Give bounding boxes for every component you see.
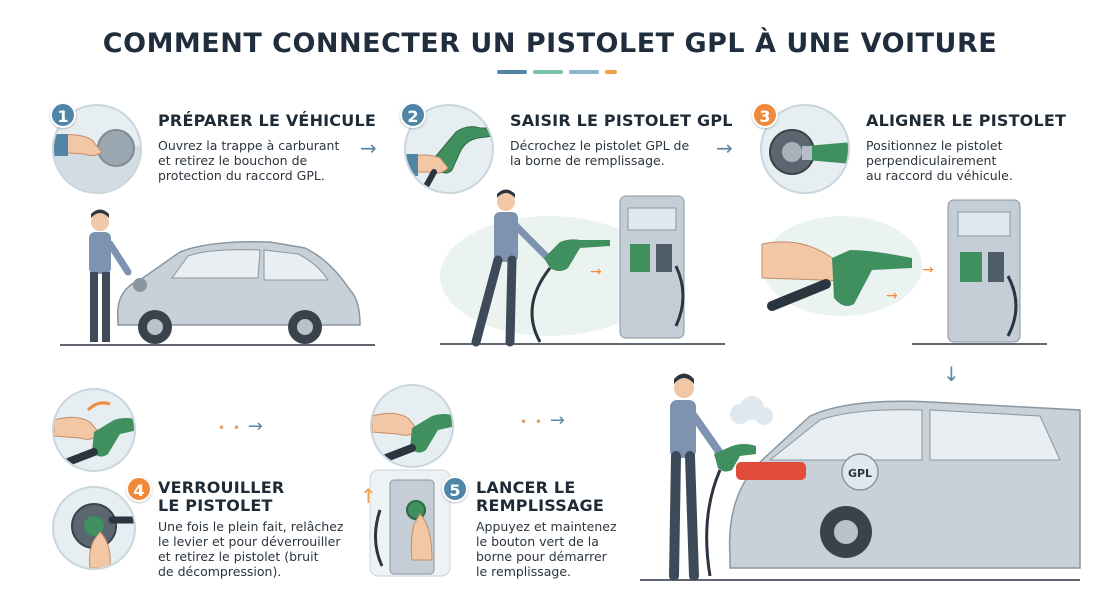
step-1-text-3: protection du raccord GPL. [158,168,325,183]
step-5-title-1: LANCER LE [476,478,576,497]
nozzle-grab-icon [406,126,492,192]
step-2-illustration [404,104,494,194]
step-2-badge: 2 [400,102,426,128]
arrow-right-icon: → [716,136,733,160]
title-divider [497,70,617,74]
step-5-text-1: Appuyez et maintenez [476,519,617,534]
step-1-text-1: Ouvrez la trappe à carburant [158,138,340,153]
step-1-text-2: et retirez le bouchon de [158,153,308,168]
arrow-right-icon: → [360,136,377,160]
step-4-text-3: et retirez le pistolet (bruit [158,549,319,564]
step-5-badge: 5 [442,476,468,502]
dotted-arrow-icon: • • → [218,416,265,437]
step-4-badge: 4 [126,476,152,502]
step-4-text-1: Une fois le plein fait, relâchez [158,519,344,534]
dotted-arrow-icon: • • → [520,410,567,431]
nozzle-hold-icon [372,412,452,462]
step-2-text-1: Décrochez le pistolet GPL de [510,138,690,153]
step-3-pump-scene: → → [761,199,1047,345]
step-2-text-2: la borne de remplissage. [510,153,665,168]
step-3-illustration [760,104,850,194]
lock-button-press-icon [71,503,134,568]
green-button-press-icon [369,469,451,577]
step-3-text-1: Positionnez le pistolet [866,138,1003,153]
step-4-title-1: VERROUILLER [158,478,285,497]
svg-text:→: → [886,288,898,304]
step-2-title: SAISIR LE PISTOLET GPL [510,111,733,130]
step-1-title: PRÉPARER LE VÉHICULE [158,111,376,130]
step-3-title: ALIGNER LE PISTOLET [866,111,1067,130]
refueling-car-scene: GPL [640,373,1081,581]
step-5-illustration-top [370,384,454,468]
step-1-badge: 1 [50,102,76,128]
step-5-title-2: REMPLISSAGE [476,496,605,515]
step-4-text-4: de décompression). [158,564,282,579]
step-5-text-2: le bouton vert de la [476,534,599,549]
nozzle-release-icon [54,401,134,466]
page-title: COMMENT CONNECTER UN PISTOLET GPL À UNE … [102,28,998,59]
arrow-up-icon: ↑ [360,484,377,508]
nozzle-align-icon [769,129,848,175]
step-3-text-2: perpendiculairement [866,153,997,168]
step-5-text-4: le remplissage. [476,564,572,579]
step-1-illustration [52,104,142,194]
svg-text:→: → [922,262,934,278]
arrow-down-icon: ↓ [943,362,960,386]
step-5-text-3: borne pour démarrer [476,549,607,564]
fuel-cap-hand-icon [54,129,140,192]
step-2-pump-scene: → [440,189,725,347]
step-3-badge: 3 [752,102,778,128]
step-4-illustration-bottom [52,486,136,570]
step-1-car-scene [60,209,375,346]
step-3-text-3: au raccord du véhicule. [866,168,1013,183]
step-4-illustration-top [52,388,136,472]
svg-text:→: → [590,264,602,280]
step-4-text-2: le levier et pour déverrouiller [158,534,341,549]
gpl-badge: GPL [848,467,872,480]
step-4-title-2: LE PISTOLET [158,496,273,515]
